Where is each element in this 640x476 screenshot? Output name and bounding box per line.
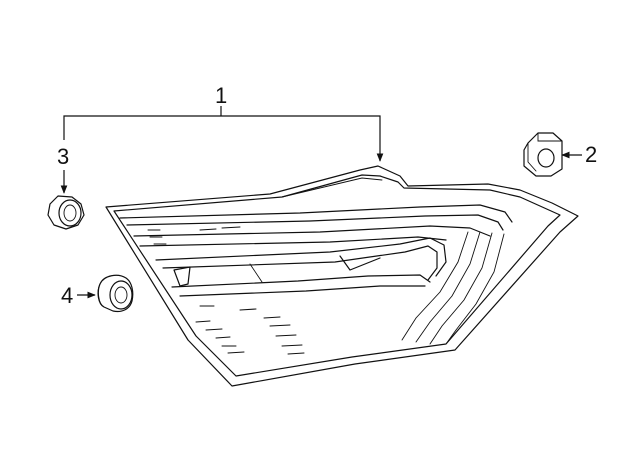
socket-part	[523, 132, 563, 177]
callout-1-leader	[63, 106, 384, 162]
lamp-assembly-part	[105, 165, 579, 387]
callout-3-label: 3	[57, 144, 69, 169]
callout-4-label: 4	[61, 283, 73, 308]
grommet-part	[97, 274, 134, 313]
nut-part	[47, 195, 85, 230]
callout-2-label: 2	[585, 142, 597, 167]
callout-1-label: 1	[215, 83, 227, 108]
